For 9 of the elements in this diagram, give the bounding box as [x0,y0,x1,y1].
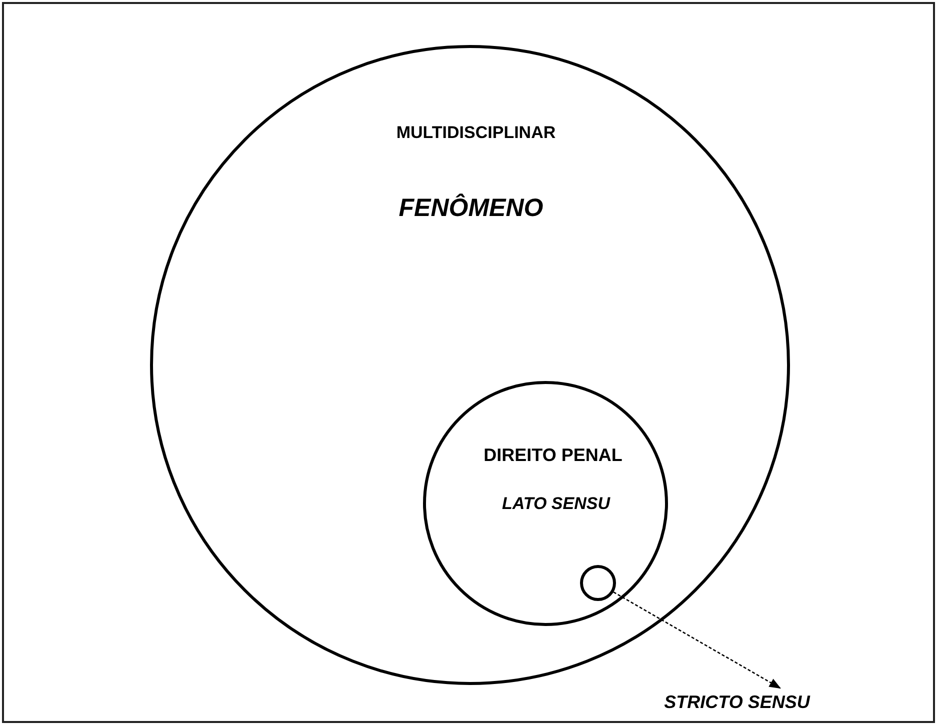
heading-text: MULTIDISCIPLINAR [396,123,556,143]
leader-line [613,592,782,689]
subheading-text: FENÔMENO [398,194,544,223]
outer-circle [150,45,790,685]
label-text: STRICTO SENSU [664,692,810,713]
heading-text: DIREITO PENAL [484,445,622,466]
circle-shape [580,565,616,601]
inner-circle [423,381,668,626]
subheading-text: LATO SENSU [502,494,610,514]
